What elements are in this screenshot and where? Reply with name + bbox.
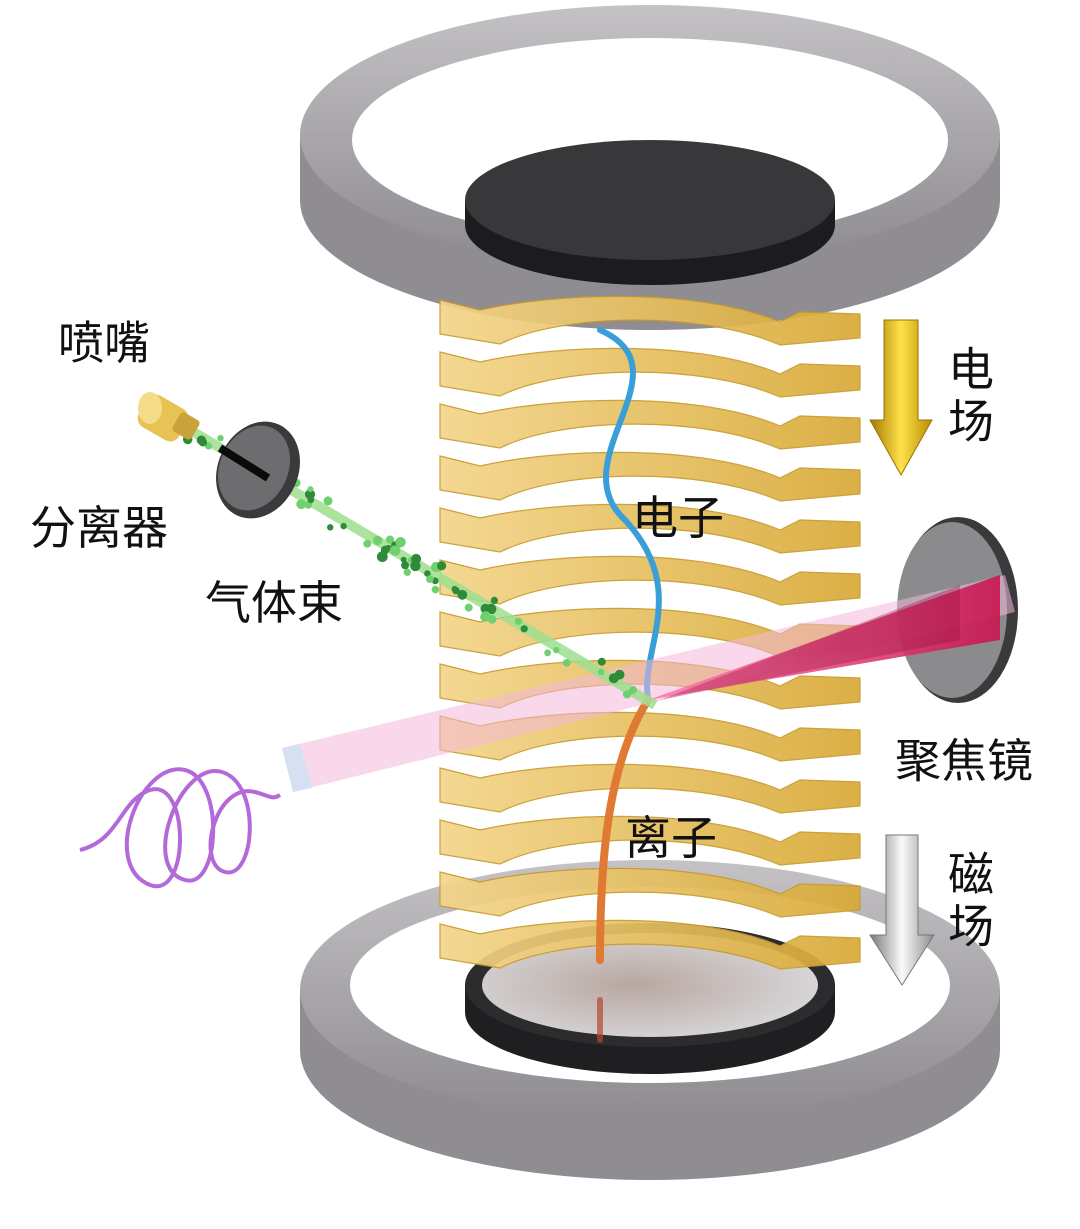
skimmer xyxy=(216,421,300,519)
gas-molecule xyxy=(426,575,434,583)
gas-molecule xyxy=(544,649,551,657)
gas-molecule xyxy=(480,603,491,614)
gas-molecule xyxy=(597,668,605,676)
gas-molecule xyxy=(520,625,528,633)
gas-molecule xyxy=(431,585,440,594)
gas-molecule xyxy=(385,535,395,544)
gas-molecule xyxy=(608,673,619,684)
gas-molecule xyxy=(437,561,447,571)
gas-molecule xyxy=(307,496,315,504)
gas-molecule xyxy=(198,438,208,447)
top-detector xyxy=(465,140,835,285)
gas-molecule xyxy=(327,524,334,531)
gas-molecule xyxy=(597,657,606,666)
gas-molecule xyxy=(490,596,498,605)
label-focusing-mirror: 聚焦镜 xyxy=(895,734,1033,788)
gas-molecule xyxy=(451,585,458,593)
label-magnetic-field: 磁场 xyxy=(941,850,995,954)
electrode-plate xyxy=(439,347,861,398)
label-skimmer: 分离器 xyxy=(30,501,168,555)
gas-molecule xyxy=(457,589,468,600)
gas-molecule xyxy=(296,499,307,510)
label-nozzle: 喷嘴 xyxy=(58,316,150,370)
photon-wave-icon xyxy=(79,767,282,889)
magnetic-field-arrow-icon xyxy=(869,834,935,986)
gas-molecule xyxy=(363,539,372,548)
gas-molecule xyxy=(304,489,316,500)
electrode-plate xyxy=(439,295,861,346)
nozzle xyxy=(137,392,200,442)
bottom-detector xyxy=(465,923,835,1074)
label-electric-field: 电场 xyxy=(941,345,995,449)
gas-molecule xyxy=(389,545,401,556)
laser-beam xyxy=(282,575,1015,792)
gas-molecule xyxy=(481,611,491,621)
gas-molecule xyxy=(424,570,431,577)
electrode-plate xyxy=(439,815,861,866)
gas-molecule xyxy=(323,496,333,506)
gas-molecule xyxy=(376,551,388,563)
ion-trajectory xyxy=(596,696,652,964)
electric-field-arrow-icon xyxy=(869,319,933,477)
gas-molecule xyxy=(553,646,560,654)
gas-molecule xyxy=(410,560,421,572)
electrode-plate xyxy=(439,763,861,814)
gas-molecule xyxy=(464,603,473,612)
electrode-plate xyxy=(439,555,861,606)
gas-molecule xyxy=(217,434,224,442)
gas-molecule xyxy=(372,535,383,546)
gas-molecule xyxy=(403,568,411,576)
label-gas-beam: 气体束 xyxy=(205,576,343,630)
label-ion: 离子 xyxy=(625,811,717,865)
gas-molecule xyxy=(514,617,523,625)
gas-molecule xyxy=(204,442,213,450)
electrode-plate xyxy=(439,503,861,554)
electrode-plate xyxy=(439,451,861,502)
label-electron: 电子 xyxy=(632,491,724,545)
electrode-plate-stack xyxy=(439,295,861,970)
electrode-plate xyxy=(439,867,861,918)
electrode-plate xyxy=(439,919,861,970)
gas-molecule xyxy=(307,486,314,493)
gas-molecule xyxy=(562,659,571,667)
gas-molecule xyxy=(401,561,410,570)
gas-molecule xyxy=(395,537,406,548)
gas-molecule xyxy=(340,522,347,530)
gas-molecule xyxy=(400,556,407,563)
electrode-plate xyxy=(439,399,861,450)
gas-molecule xyxy=(629,686,637,694)
electron-trajectory xyxy=(597,327,662,701)
